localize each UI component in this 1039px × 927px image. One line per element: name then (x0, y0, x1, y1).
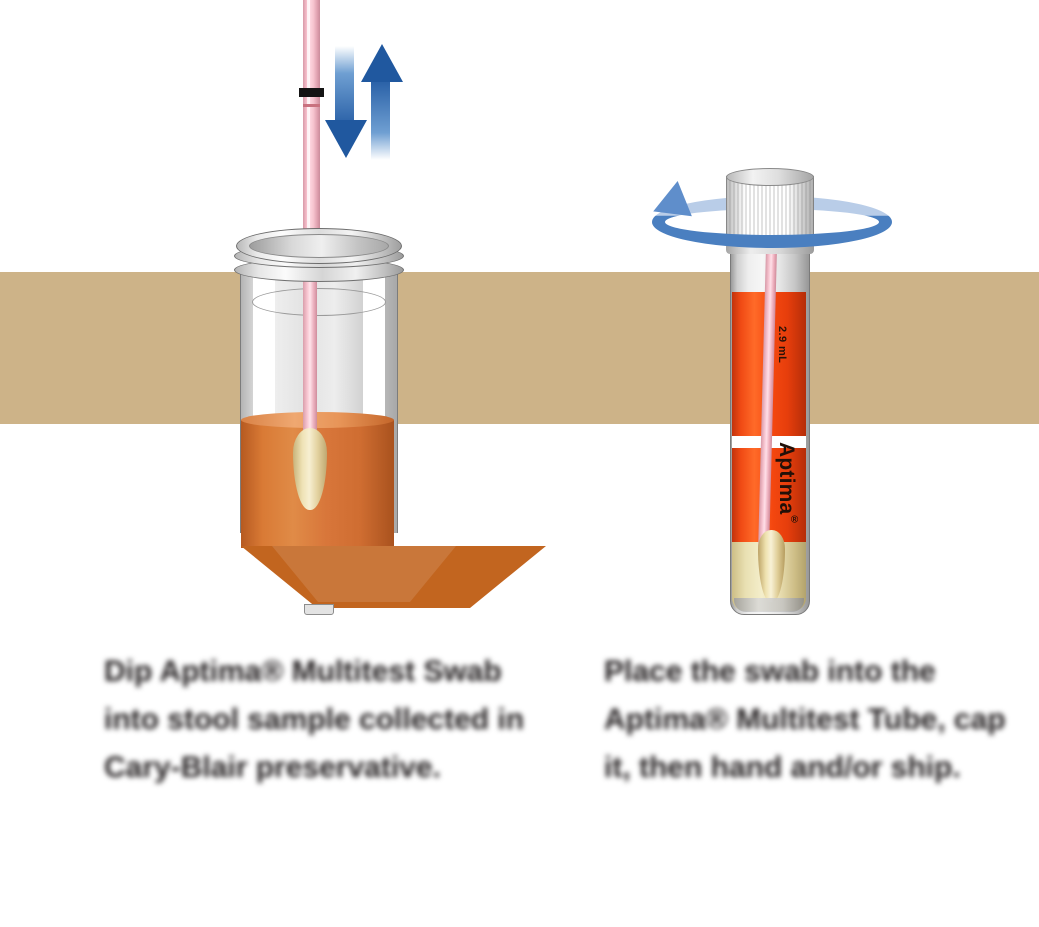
jar-inner-wall-line (252, 288, 386, 316)
tube-brand-name: Aptima (775, 442, 798, 515)
arrow-down-head-icon (325, 120, 367, 158)
step-1-caption: Dip Aptima® Multitest Swab into stool sa… (104, 655, 525, 784)
arrow-up-icon (371, 82, 390, 160)
jar-cone-bottom (241, 546, 547, 608)
tube-base (734, 598, 804, 612)
captions: Dip Aptima® Multitest Swab into stool sa… (0, 648, 1039, 878)
dip-motion-arrows (325, 40, 403, 170)
aptima-multitest-tube: 2.9 mL Aptima® (730, 230, 810, 615)
step-1-illustration (0, 0, 547, 620)
arrow-down-icon (335, 46, 354, 124)
swab-break-mark-icon (299, 88, 324, 97)
jar-liquid-surface (241, 412, 395, 428)
stool-collection-jar (232, 228, 547, 615)
tube-volume-text: 2.9 mL (776, 326, 788, 364)
swab-shaft (303, 0, 320, 250)
registered-trademark-icon: ® (789, 514, 800, 526)
swab-break-line-icon (303, 104, 320, 107)
step-2-illustration: 2.9 mL Aptima® (600, 0, 1039, 630)
step-2-caption: Place the swab into the Aptima® Multites… (604, 655, 1006, 784)
cap-top (726, 168, 814, 186)
jar-rim-opening (249, 234, 389, 258)
jar-cone-highlight (272, 546, 456, 602)
background-band (0, 272, 1039, 424)
tube-brand-text: Aptima® (774, 442, 800, 526)
swab-shaft-highlight (307, 0, 310, 250)
jar-tip-cap (304, 604, 334, 615)
arrow-up-head-icon (361, 44, 403, 82)
